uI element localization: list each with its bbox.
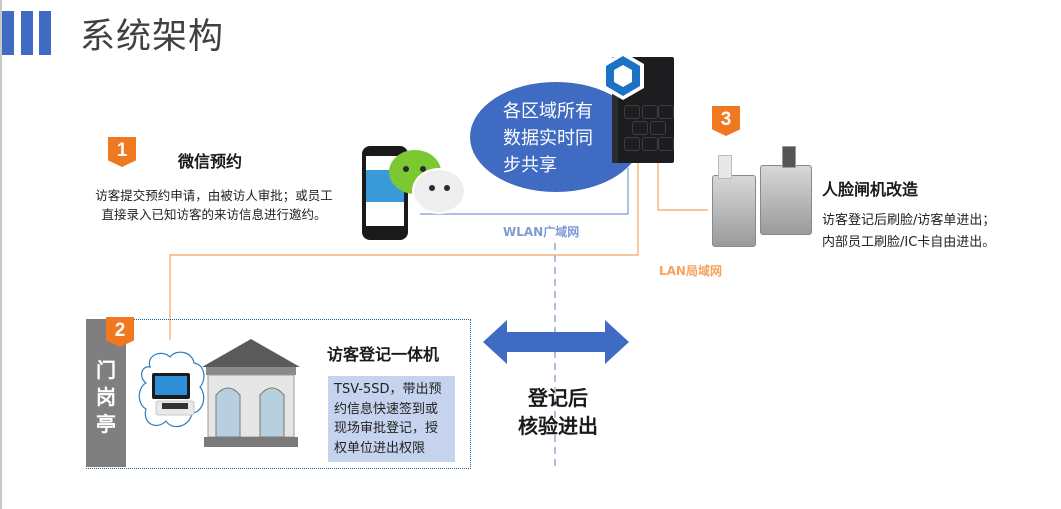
sync-bubble-text: 各区域所有 数据实时同 步共享 bbox=[503, 98, 613, 179]
double-arrow-icon bbox=[483, 320, 629, 364]
spec-line: 约信息快速签到或 bbox=[334, 401, 439, 417]
sync-line: 数据实时同 bbox=[503, 128, 593, 149]
step3-title: 人脸闸机改造 bbox=[822, 180, 919, 199]
step-badge-3: 3 bbox=[712, 106, 740, 136]
company-logo-icon bbox=[602, 52, 644, 100]
gatehouse-char: 岗 bbox=[96, 385, 116, 409]
spec-line: 现场审批登记，授 bbox=[334, 421, 439, 436]
gatehouse-label: 门 岗 亭 bbox=[93, 357, 119, 438]
desc-line: 内部员工刷脸/IC卡自由进出。 bbox=[822, 235, 996, 250]
step3-desc: 访客登记后刷脸/访客单进出； 内部员工刷脸/IC卡自由进出。 bbox=[822, 210, 1052, 254]
kiosk-spec-text: TSV-5SD，带出预 约信息快速签到或 现场审批登记，授 权单位进出权限 bbox=[334, 380, 452, 458]
flow-line: 登记后 bbox=[528, 386, 588, 410]
spec-line: TSV-5SD，带出预 bbox=[334, 382, 442, 397]
kiosk-thought-cloud-icon bbox=[138, 351, 205, 428]
desc-line: 访客提交预约申请，由被访人审批；或员工 bbox=[95, 188, 333, 203]
gatehouse-char: 门 bbox=[96, 358, 116, 382]
wlan-link bbox=[420, 168, 629, 215]
flow-label: 登记后 核验进出 bbox=[500, 384, 616, 440]
title-accent-bar bbox=[2, 11, 14, 55]
turnstile-face-reader-icon bbox=[782, 146, 796, 168]
turnstile-face-reader-icon bbox=[718, 155, 732, 179]
desc-line: 访客登记后刷脸/访客单进出； bbox=[822, 213, 996, 228]
step-badge-1: 1 bbox=[108, 137, 136, 167]
desc-line: 直接录入已知访客的来访信息进行邀约。 bbox=[101, 207, 327, 222]
turnstile-icon bbox=[760, 165, 812, 235]
kiosk-spec-box bbox=[328, 376, 455, 462]
sync-line: 各区域所有 bbox=[503, 101, 593, 122]
title-accent-bar bbox=[21, 11, 33, 55]
wlan-label: WLAN广域网 bbox=[503, 225, 580, 239]
lan-label: LAN局域网 bbox=[659, 264, 722, 278]
turnstile-icon bbox=[712, 175, 756, 247]
wechat-icon bbox=[414, 170, 464, 212]
lan-link-kiosk bbox=[169, 163, 639, 340]
lan-link-gate bbox=[657, 163, 708, 211]
page-title: 系统架构 bbox=[80, 17, 225, 57]
gatehouse-char: 亭 bbox=[96, 412, 116, 436]
spec-line: 权单位进出权限 bbox=[334, 440, 426, 456]
title-accent-bar bbox=[39, 11, 51, 55]
step1-desc: 访客提交预约申请，由被访人审批；或员工 直接录入已知访客的来访信息进行邀约。 bbox=[84, 186, 344, 224]
left-edge-rule bbox=[0, 0, 2, 509]
gatehouse-icon bbox=[202, 339, 300, 447]
sync-line: 步共享 bbox=[503, 155, 557, 176]
flow-line: 核验进出 bbox=[518, 414, 598, 438]
step-badge-2: 2 bbox=[106, 317, 134, 347]
step2-title: 访客登记一体机 bbox=[327, 345, 440, 364]
step1-title: 微信预约 bbox=[178, 152, 243, 171]
